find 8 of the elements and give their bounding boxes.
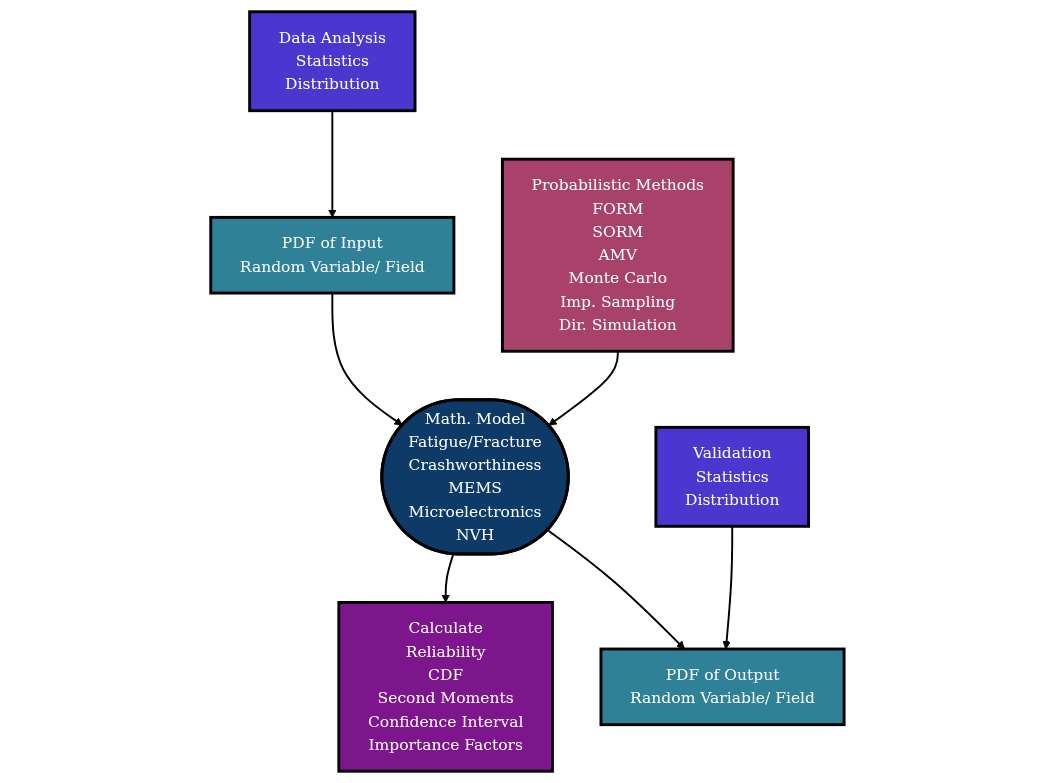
- node-box: Validation Statistics Distribution: [654, 425, 810, 528]
- node-box: PDF of Output Random Variable/ Field: [599, 647, 846, 727]
- arrow: [546, 529, 685, 650]
- node-box: Data Analysis Statistics Distribution: [247, 10, 417, 113]
- node-box: PDF of Input Random Variable/ Field: [208, 215, 455, 295]
- node-box: Calculate Reliability CDF Second Moments Confidence Interval Importance Factors: [336, 601, 554, 773]
- arrow: [440, 553, 454, 603]
- node-box: Probabilistic Methods FORM SORM AMV Monte Carlo Imp. Sampling Dir. Simulation: [500, 157, 735, 353]
